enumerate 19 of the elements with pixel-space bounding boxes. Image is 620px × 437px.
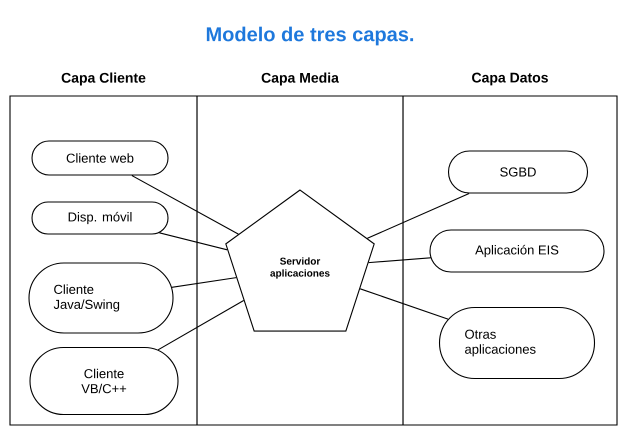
title: Modelo de tres capas.	[206, 26, 414, 46]
connector-line	[159, 232, 228, 250]
rounded-box: Cliente Java/Swing	[28, 262, 174, 334]
connector-line	[172, 277, 236, 288]
connector-line	[368, 257, 431, 264]
rounded-box: SGBD	[448, 150, 588, 194]
rounded-box: Disp. móvil	[31, 201, 169, 235]
rounded-box: Aplicación EIS	[429, 229, 605, 273]
node-label: Capa Media	[262, 72, 339, 86]
rounded-box: Otras aplicaciones	[438, 306, 596, 380]
rounded-box: Cliente VB/C++	[29, 346, 179, 416]
pentagon: Servidor aplicaciones	[225, 189, 375, 332]
node-label: Capa Cliente	[62, 72, 146, 86]
rounded-box: Cliente web	[31, 140, 169, 176]
connector-line	[158, 300, 244, 350]
node-label: Capa Datos	[472, 72, 548, 86]
connector-line	[132, 175, 239, 235]
connector-line	[367, 193, 470, 239]
connector-line	[360, 288, 448, 320]
